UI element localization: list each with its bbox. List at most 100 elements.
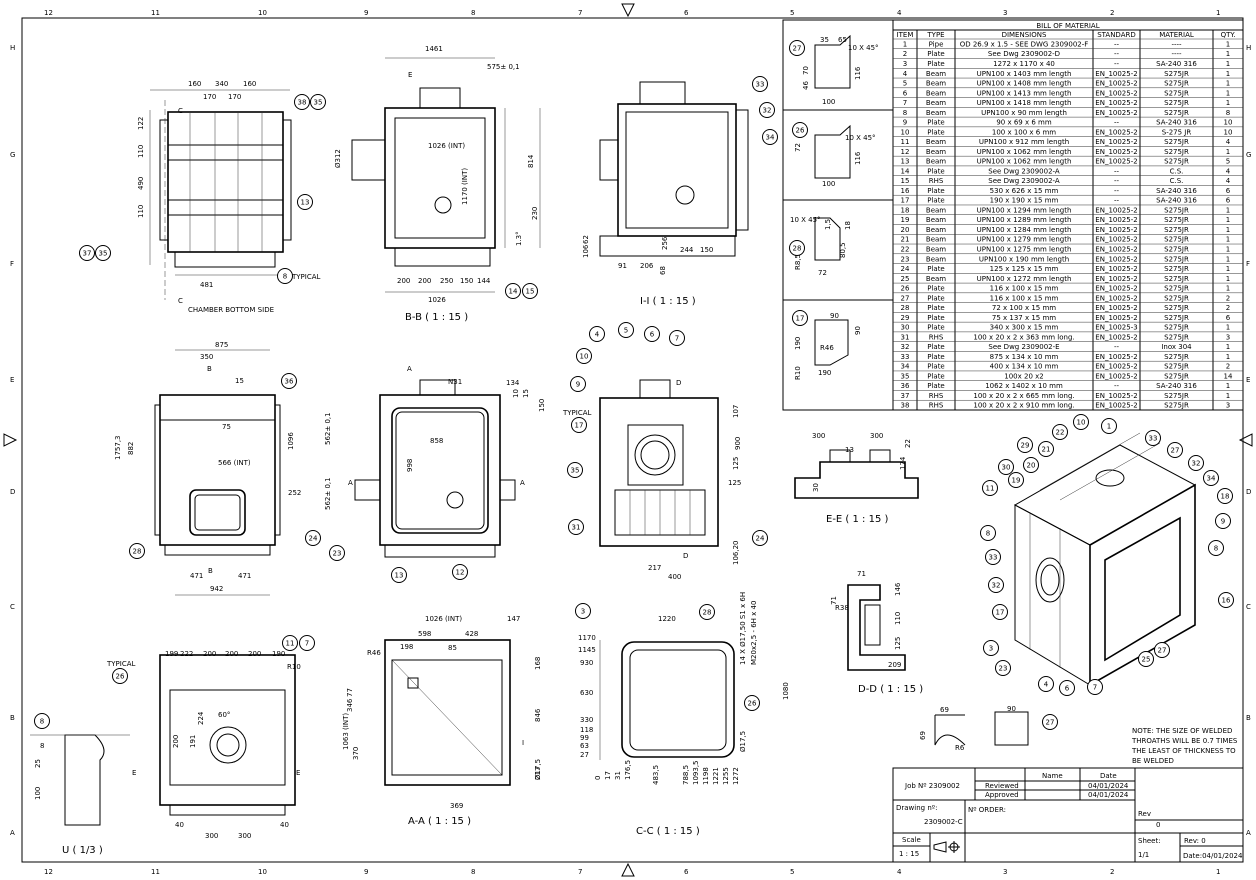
bom-cell: RHS (929, 392, 944, 400)
bom-cell: S275JR (1164, 138, 1189, 146)
bom-cell: S275JR (1164, 109, 1189, 117)
bom-cell: S275JR (1164, 353, 1189, 361)
balloon-number: 16 (1222, 597, 1231, 605)
zone-number: 9 (364, 9, 368, 17)
zone-letter: B (1246, 714, 1251, 722)
zone-letter: E (10, 376, 14, 384)
item-balloon: 36 (281, 373, 297, 389)
balloon-number: 3 (581, 608, 585, 616)
zone-letter: D (10, 488, 15, 496)
dimension-label: Ø17,5 (739, 731, 747, 752)
dimension-label: R10 (287, 663, 301, 671)
item-balloon: 15 (522, 283, 538, 299)
bom-cell: 4 (903, 70, 908, 78)
item-balloon: 3 (575, 603, 591, 619)
zone-number: 3 (1003, 868, 1007, 876)
balloon-number: 36 (285, 378, 294, 386)
bom-cell: 1 (1226, 60, 1230, 68)
dimension-label: 1093,5 (692, 761, 700, 786)
sheet-label: Sheet: (1138, 837, 1161, 845)
bom-cell: 15 (901, 177, 910, 185)
bom-cell: S275JR (1164, 275, 1189, 283)
bom-cell: -- (1114, 343, 1120, 351)
dimension-label: 369 (450, 802, 463, 810)
dimension-label: 147 (507, 615, 520, 623)
dimension-label: N31 (448, 378, 462, 386)
bom-cell: EN_10025-2 (1095, 304, 1137, 312)
item-balloon: 17 (571, 417, 587, 433)
bom-cell: Beam (926, 138, 946, 146)
balloon-number: 7 (305, 640, 309, 648)
item-balloon: 6 (1059, 680, 1075, 696)
item-balloon: 10 (576, 348, 592, 364)
dimension-label: 1063 (INT) (342, 713, 350, 750)
bom-cell: 340 x 300 x 15 mm (990, 324, 1059, 332)
item-balloon: 26 (112, 668, 128, 684)
item-balloon: 25 (1138, 651, 1154, 667)
bom-cell: EN_10025-2 (1095, 99, 1137, 107)
item-balloon: 4 (589, 326, 605, 342)
rev-label: Rev (1138, 810, 1151, 818)
view-i-i (599, 81, 749, 257)
dimension-label: 191 (189, 735, 197, 748)
dimension-label: 18 (844, 221, 852, 230)
drawing-number-label: Drawing nº: (896, 804, 937, 812)
dimension-label: 1220 (658, 615, 676, 623)
approved-date: 04/01/2024 (1088, 791, 1129, 799)
bom-cell: UPN100 x 1062 mm length (977, 158, 1072, 166)
balloon-number: 28 (703, 609, 712, 617)
rev-value: 0 (1156, 821, 1160, 829)
zone-letter: F (1246, 260, 1250, 268)
bom-cell: 1272 x 1170 x 40 (993, 60, 1055, 68)
dimension-label: I (522, 739, 524, 747)
dimension-label: 22 (904, 439, 912, 448)
bom-cell: Plate (927, 197, 945, 205)
balloon-number: 13 (301, 199, 310, 207)
balloon-number: 14 (509, 288, 518, 296)
bom-column-header: ITEM (897, 31, 914, 39)
item-balloon: 35 (95, 245, 111, 261)
dimension-label: 118 (580, 726, 593, 734)
dimension-label: B (208, 567, 213, 575)
balloon-number: 4 (595, 331, 600, 339)
view-e-e (794, 449, 919, 499)
dimension-label: 100 (34, 787, 42, 800)
bom-cell: UPN100 x 1275 mm length (977, 245, 1072, 253)
bom-cell: Beam (926, 89, 946, 97)
bom-cell: 2 (1226, 294, 1230, 302)
center-mark-bottom (621, 862, 635, 877)
balloon-number: 12 (456, 569, 465, 577)
dimension-label: 106 (582, 244, 590, 258)
item-balloon: 7 (1087, 679, 1103, 695)
bom-cell: Plate (927, 294, 945, 302)
bom-cell: 9 (903, 119, 907, 127)
bom-cell: S275JR (1164, 294, 1189, 302)
bom-cell: UPN100 x 190 mm length (979, 255, 1069, 263)
view-label-c-c: C-C ( 1 : 15 ) (636, 826, 700, 837)
dimension-label: 200 (397, 277, 410, 285)
dimension-label: 10 X 45° (848, 44, 879, 52)
approved-label: Approved (985, 791, 1019, 799)
bom-cell: Plate (927, 363, 945, 371)
bom-cell: 30 (901, 324, 910, 332)
bom-cell: S275JR (1164, 80, 1189, 88)
dimension-label: 230 (531, 207, 539, 220)
bom-cell: 1 (1226, 206, 1230, 214)
dimension-label: 31 (614, 771, 622, 780)
dimension-label: 0 (594, 776, 602, 780)
item-balloon: 9 (1215, 513, 1231, 529)
dimension-label: 27 (580, 751, 589, 759)
dimension-label: 100 (822, 180, 835, 188)
center-mark-top (621, 3, 635, 18)
bom-cell: EN_10025-2 (1095, 285, 1137, 293)
dimension-label: 17 (604, 771, 612, 780)
dimension-label: 15 (522, 389, 530, 398)
bom-cell: Plate (927, 60, 945, 68)
bom-cell: 2 (1226, 363, 1230, 371)
bom-cell: 29 (901, 314, 910, 322)
